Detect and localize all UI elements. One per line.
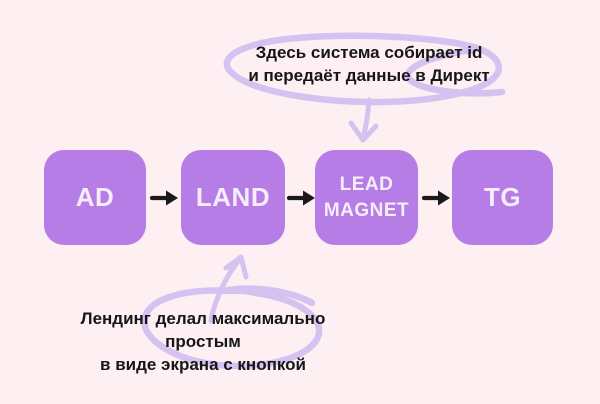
annotation-top-line1: Здесь система собирает id [255,43,483,62]
flow-arrow-land-leadmagnet-icon [286,190,315,206]
flow-node-ad: AD [44,150,146,245]
annotation-bottom: Лендинг делал максимально простым в виде… [53,307,353,376]
flow-node-land-label: LAND [195,182,271,212]
flow-node-land: LAND [181,150,285,245]
annotation-top: Здесь система собирает id и передаёт дан… [219,41,519,87]
bottom-annotation-arrowhead-icon [223,254,249,280]
annotation-bottom-line1: Лендинг делал максимально простым [80,309,326,351]
bottom-ellipse-swoosh-icon [219,285,316,307]
top-annotation-arrow-icon [360,97,372,142]
top-annotation-arrowhead-icon [348,120,379,143]
flow-node-tg-label: TG [483,182,522,212]
flow-node-lead-magnet: LEAD MAGNET [315,150,418,245]
flow-arrow-leadmagnet-tg-icon [421,190,450,206]
flow-node-tg: TG [452,150,553,245]
flow-arrow-ad-land-icon [149,190,178,206]
flow-node-ad-label: AD [75,182,115,212]
annotation-top-line2: и передаёт данные в Директ [248,66,490,85]
flow-node-lead-magnet-label: LEAD MAGNET [323,173,410,221]
annotation-bottom-line2: в виде экрана с кнопкой [100,355,306,374]
